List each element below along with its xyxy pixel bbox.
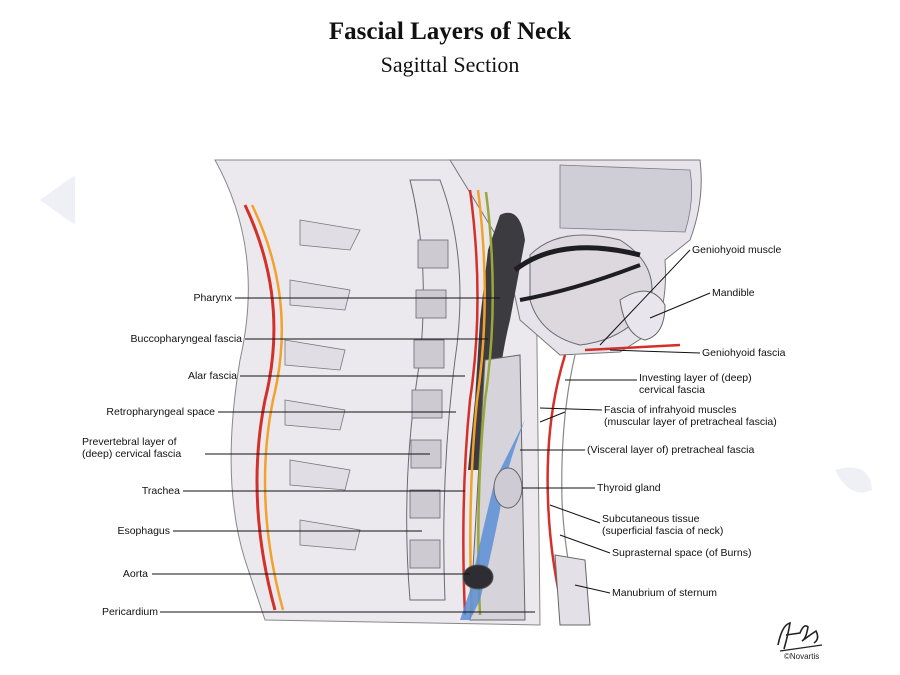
artist-signature-icon [777,621,823,652]
label-prevertebral-line2: (deep) cervical fascia [82,448,182,460]
label-investing-line1: Investing layer of (deep) [639,372,752,384]
watermark-left [40,175,75,225]
label-infrahyoid-fascia: Fascia of infrahyoid muscles (muscular l… [604,404,777,428]
label-prevertebral-line1: Prevertebral layer of [82,436,177,448]
leader-lines-left [152,297,535,613]
label-thyroid-gland: Thyroid gland [597,482,661,494]
geniohyoid-red [584,343,681,352]
label-suprasternal-space: Suprasternal space (of Burns) [612,547,752,559]
copyright-text: ©Novartis [784,652,820,661]
label-manubrium: Manubrium of sternum [612,587,718,599]
mandible-shape [619,290,666,341]
oral-arc [513,245,641,272]
oral-arc-2 [519,263,641,302]
prevertebral-red [462,189,479,616]
label-investing-layer: Investing layer of (deep) cervical fasci… [639,372,752,396]
spinous-processes [284,219,361,551]
label-mandible: Mandible [712,287,755,299]
prevertebral-green [477,191,495,616]
thyroid-shape [493,467,523,509]
aorta-shape [462,564,494,590]
label-prevertebral-layer: Prevertebral layer of (deep) cervical fa… [82,436,181,460]
posterior-orange-fascia [250,204,285,611]
label-infrahyoid-line1: Fascia of infrahyoid muscles [604,404,737,416]
label-aorta: Aorta [122,568,148,580]
nasal-cavity [559,164,693,233]
watermark-right [835,467,872,493]
label-subcutaneous-line1: Subcutaneous tissue [602,513,700,525]
label-pharynx: Pharynx [193,292,232,304]
label-subcutaneous-line2: (superficial fascia of neck) [602,525,724,537]
prevertebral-orange [469,189,487,616]
vertebral-column [406,179,461,601]
label-geniohyoid-fascia: Geniohyoid fascia [702,347,786,359]
label-retropharyngeal-space: Retropharyngeal space [106,406,215,418]
posterior-red-fascia [243,204,277,611]
manubrium-shape [554,554,591,626]
label-alar-fascia: Alar fascia [187,370,237,382]
label-pericardium: Pericardium [101,606,158,618]
label-geniohyoid-muscle: Geniohyoid muscle [692,244,782,256]
label-esophagus: Esophagus [117,525,170,537]
label-visceral-pretracheal: (Visceral layer of) pretracheal fascia [587,444,755,456]
label-infrahyoid-line2: (muscular layer of pretracheal fascia) [604,416,777,428]
figure-title: Fascial Layers of Neck [328,18,572,45]
figure-subtitle: Sagittal Section [380,52,520,77]
leader-lines-right [520,249,711,594]
label-trachea: Trachea [141,485,180,497]
label-subcutaneous-tissue: Subcutaneous tissue (superficial fascia … [602,513,723,537]
label-investing-line2: cervical fascia [639,384,705,396]
label-buccopharyngeal-fascia: Buccopharyngeal fascia [130,333,243,345]
